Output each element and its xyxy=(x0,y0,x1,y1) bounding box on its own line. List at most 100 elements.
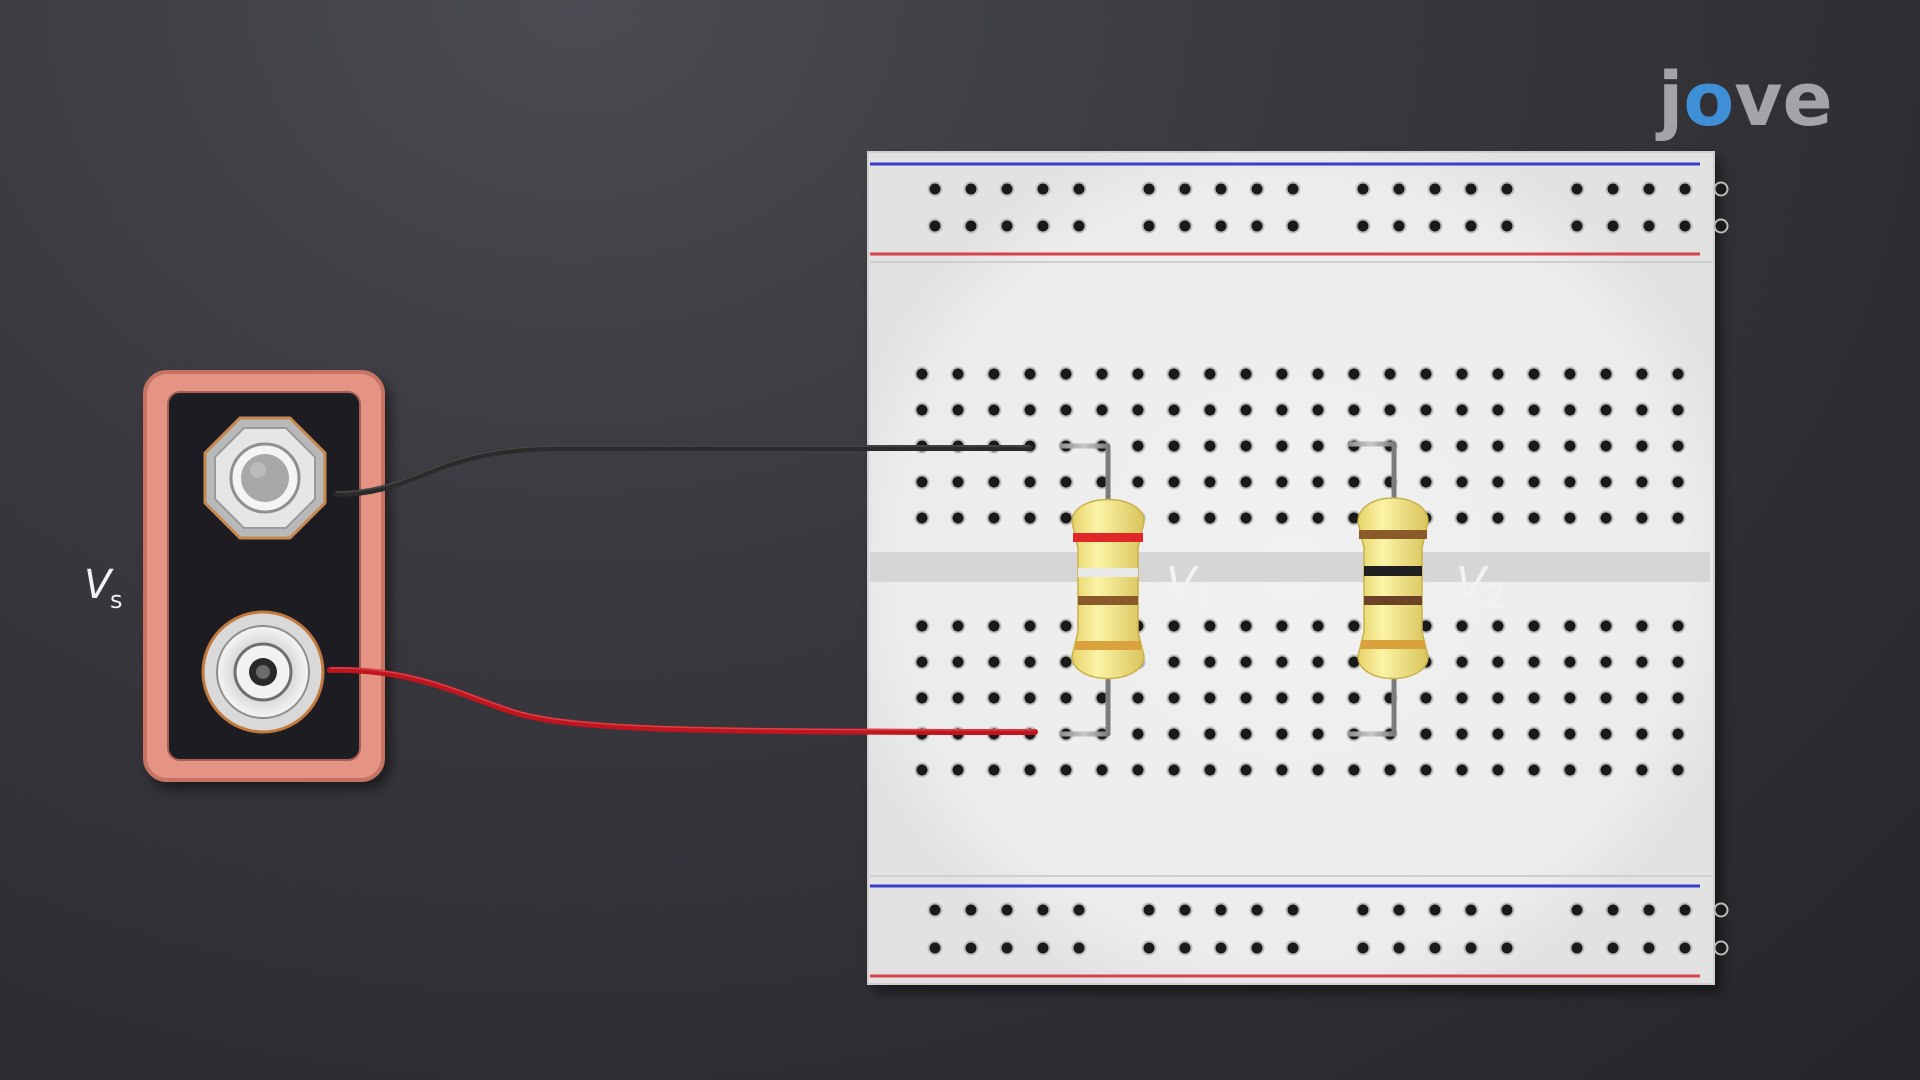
rail-hole xyxy=(1141,940,1157,956)
resistor-2[interactable] xyxy=(1348,441,1429,737)
rail-hole xyxy=(1569,902,1585,918)
breadboard-dividers xyxy=(870,261,1712,877)
terminal-hole xyxy=(986,690,1002,706)
terminal-hole xyxy=(1058,654,1074,670)
terminal-hole xyxy=(1598,690,1614,706)
terminal-hole xyxy=(1022,474,1038,490)
terminal-hole xyxy=(1274,762,1290,778)
rail-hole xyxy=(999,181,1015,197)
terminal-hole xyxy=(1058,366,1074,382)
terminal-hole xyxy=(1670,726,1686,742)
rail-hole xyxy=(1391,940,1407,956)
rail-hole xyxy=(1463,218,1479,234)
terminal-hole xyxy=(914,402,930,418)
negative-terminal[interactable] xyxy=(203,416,327,540)
rail-hole xyxy=(1713,218,1729,234)
rail-hole xyxy=(1499,181,1515,197)
terminal-hole xyxy=(1634,726,1650,742)
terminal-hole xyxy=(1454,654,1470,670)
terminal-hole xyxy=(1274,474,1290,490)
terminal-hole xyxy=(1598,726,1614,742)
rail-hole xyxy=(1605,940,1621,956)
terminal-hole xyxy=(1130,438,1146,454)
terminal-hole xyxy=(1670,618,1686,634)
terminal-hole xyxy=(1562,762,1578,778)
terminal-hole xyxy=(1598,618,1614,634)
resistor-1-band-3 xyxy=(1078,596,1138,605)
rail-hole xyxy=(927,940,943,956)
rail-hole xyxy=(1071,902,1087,918)
rail-hole xyxy=(1499,902,1515,918)
terminal-hole xyxy=(1562,438,1578,454)
terminal-hole xyxy=(1670,438,1686,454)
rail-hole xyxy=(1677,218,1693,234)
terminal-hole xyxy=(1490,618,1506,634)
rail-hole xyxy=(1569,940,1585,956)
terminal-hole xyxy=(1238,402,1254,418)
terminal-hole xyxy=(1238,690,1254,706)
terminal-hole xyxy=(1454,510,1470,526)
center-channel xyxy=(870,552,1710,582)
terminal-hole xyxy=(1166,474,1182,490)
terminal-hole xyxy=(1670,474,1686,490)
resistor-2-voltage-subscript: 2 xyxy=(1484,577,1506,617)
terminal-hole xyxy=(1490,510,1506,526)
terminal-hole xyxy=(1490,438,1506,454)
resistor-2-band-4 xyxy=(1361,640,1425,649)
rail-hole xyxy=(1427,218,1443,234)
terminal-hole xyxy=(1634,654,1650,670)
terminal-hole xyxy=(1310,618,1326,634)
rail-hole xyxy=(1713,181,1729,197)
rail-hole xyxy=(1035,940,1051,956)
terminal-hole xyxy=(1418,366,1434,382)
terminal-hole xyxy=(1598,366,1614,382)
terminal-hole xyxy=(1022,762,1038,778)
terminal-hole xyxy=(1634,618,1650,634)
red-wire[interactable] xyxy=(327,666,1038,735)
positive-terminal[interactable] xyxy=(201,610,325,734)
terminal-hole xyxy=(1490,366,1506,382)
terminal-hole xyxy=(1598,438,1614,454)
rail-hole xyxy=(1285,902,1301,918)
resistor-1-band-1 xyxy=(1073,533,1143,542)
terminal-hole xyxy=(950,474,966,490)
terminal-hole xyxy=(914,366,930,382)
rail-hole xyxy=(1177,181,1193,197)
rail-hole xyxy=(963,181,979,197)
rail-hole xyxy=(1213,181,1229,197)
resistor-2-band-1 xyxy=(1359,530,1427,539)
terminal-hole xyxy=(914,690,930,706)
terminal-hole xyxy=(1166,618,1182,634)
rail-hole xyxy=(1285,940,1301,956)
terminal-hole xyxy=(1670,762,1686,778)
terminal-hole xyxy=(950,654,966,670)
terminal-hole xyxy=(1634,366,1650,382)
rail-hole xyxy=(1141,902,1157,918)
terminal-hole xyxy=(1670,402,1686,418)
terminal-hole xyxy=(1418,690,1434,706)
terminal-hole xyxy=(1130,762,1146,778)
rail-hole xyxy=(963,940,979,956)
resistor-2-band-3 xyxy=(1364,596,1422,605)
rail-hole xyxy=(1213,940,1229,956)
terminal-hole xyxy=(1094,762,1110,778)
rail-hole xyxy=(1569,218,1585,234)
terminal-hole xyxy=(1130,726,1146,742)
terminal-hole xyxy=(1130,474,1146,490)
rail-hole xyxy=(927,181,943,197)
terminal-hole xyxy=(1202,654,1218,670)
rail-hole xyxy=(1141,218,1157,234)
rail-hole xyxy=(999,218,1015,234)
terminal-hole xyxy=(1490,474,1506,490)
black-wire[interactable] xyxy=(333,445,1033,497)
resistor-1-band-4 xyxy=(1075,641,1141,650)
terminal-hole xyxy=(1346,474,1362,490)
terminal-hole xyxy=(1490,402,1506,418)
rail-hole xyxy=(1035,902,1051,918)
terminal-hole xyxy=(1490,726,1506,742)
jove-logo-text: jove xyxy=(1655,57,1833,143)
rail-hole xyxy=(1677,940,1693,956)
resistor-1[interactable] xyxy=(1060,443,1145,737)
jove-logo: jove xyxy=(1655,57,1833,143)
terminal-hole xyxy=(1166,510,1182,526)
